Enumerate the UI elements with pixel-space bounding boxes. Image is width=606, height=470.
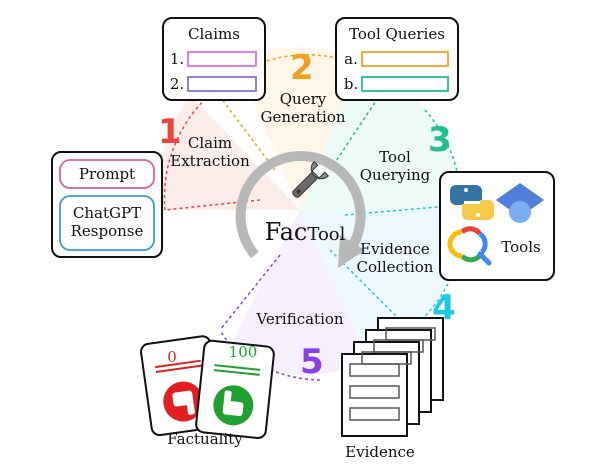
google-search-icon [447, 226, 492, 266]
tools-label: Tools [501, 238, 541, 256]
input-box [51, 151, 163, 258]
true-card [195, 339, 275, 440]
factool-title: FacTool [264, 218, 346, 246]
query-slot-a [361, 51, 449, 67]
python-logo-icon [450, 185, 494, 220]
claim-slot-2 [187, 76, 257, 92]
claim-slot-1 [187, 51, 257, 67]
step-label-5: Verification [256, 310, 344, 328]
queries-title: Tool Queries [349, 25, 445, 43]
query-a-label: a. [344, 50, 358, 68]
evidence-docs [341, 317, 444, 437]
evidence-label: Evidence [345, 443, 415, 461]
response-pill [59, 195, 155, 251]
step-number-2: 2 [290, 48, 314, 88]
step-number-5: 5 [300, 342, 324, 382]
query-slot-b [361, 76, 449, 92]
prompt-pill [59, 159, 155, 189]
query-b-label: b. [343, 75, 359, 93]
factuality-cards [140, 335, 275, 440]
queries-box [335, 17, 459, 101]
factuality-score-true: 100 [228, 343, 258, 361]
tools-box [439, 171, 555, 281]
claims-title: Claims [188, 25, 240, 43]
factuality-label: Factuality [167, 430, 243, 448]
step-number-3: 3 [428, 120, 452, 160]
claims-item-2-label: 2. [169, 75, 185, 93]
wrench-icon [292, 161, 329, 198]
step-number-4: 4 [432, 288, 456, 328]
claims-box [162, 17, 266, 101]
prompt-label: Prompt [78, 165, 136, 183]
claims-item-1-label: 1. [169, 50, 185, 68]
step-number-1: 1 [158, 112, 182, 152]
cycle-arrow-icon [235, 151, 366, 268]
scholar-cap-icon [496, 183, 544, 223]
factuality-score-false: 0 [167, 348, 177, 366]
